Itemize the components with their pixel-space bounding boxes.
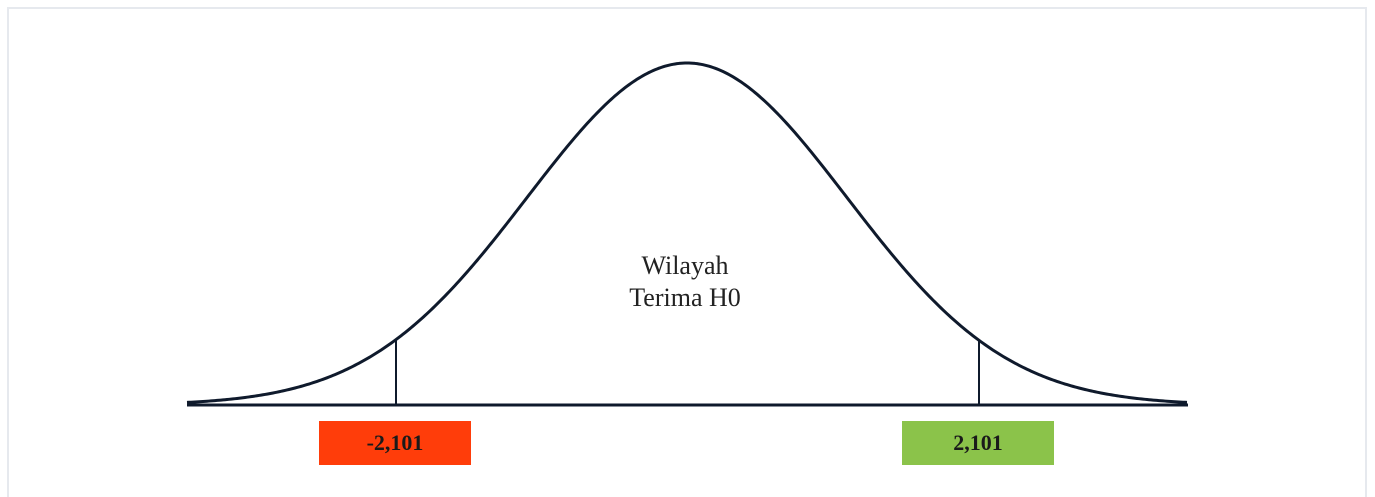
critical-value-left-badge: -2,101 [319, 421, 471, 465]
region-label-line2: Terima H0 [629, 283, 741, 312]
region-label-line1: Wilayah [641, 251, 729, 280]
critical-value-right-badge: 2,101 [902, 421, 1054, 465]
bell-curve [186, 61, 1188, 404]
acceptance-region-label: Wilayah Terima H0 [560, 250, 810, 314]
diagram-frame [7, 7, 1367, 497]
